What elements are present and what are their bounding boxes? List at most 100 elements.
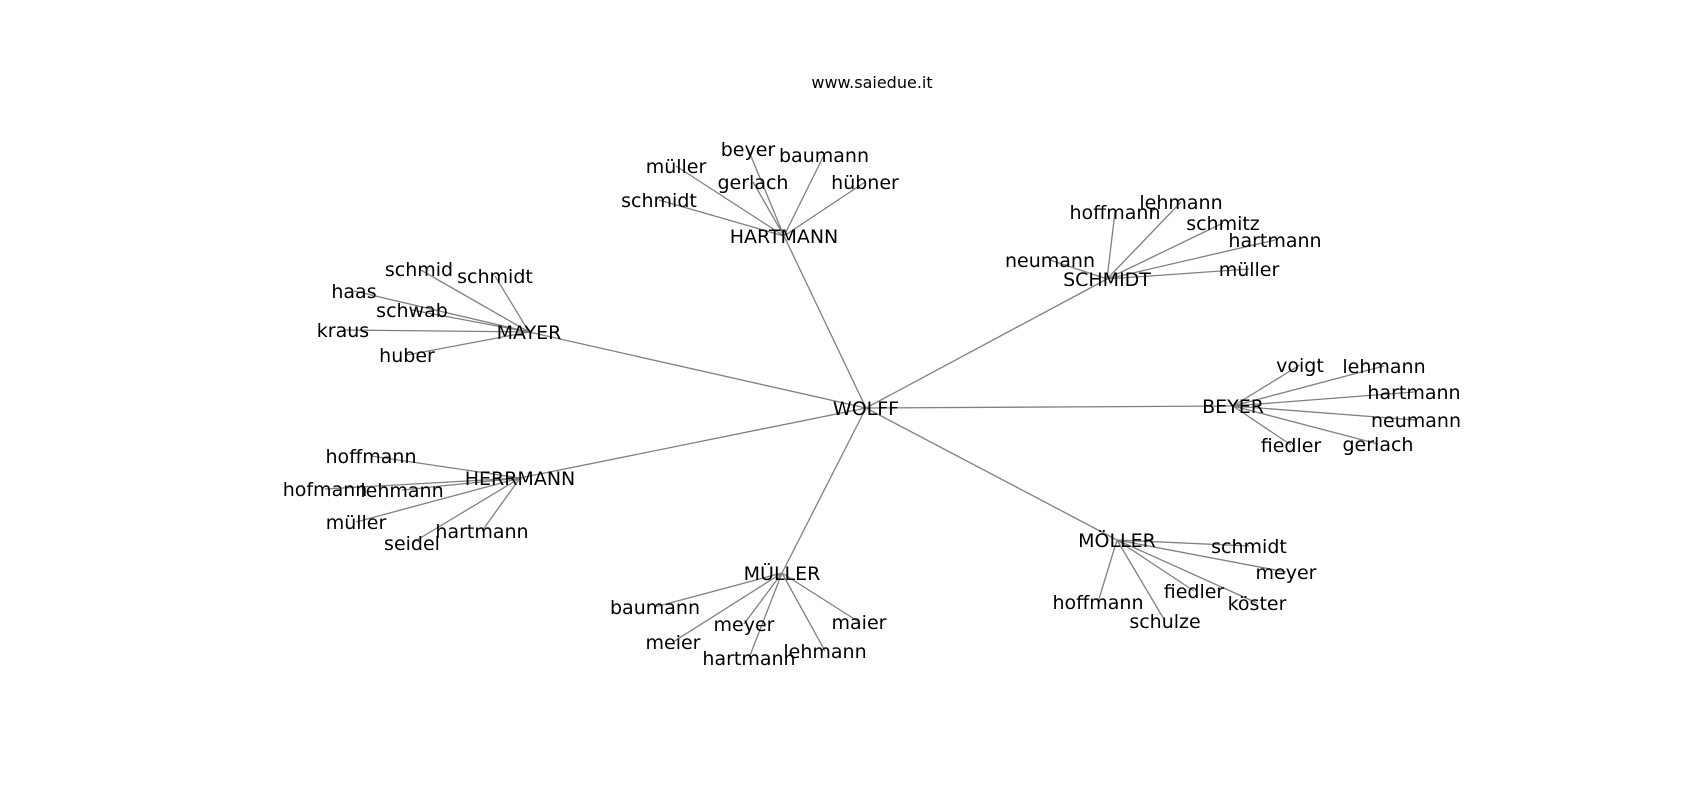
leaf-node-label: voigt <box>1276 355 1324 377</box>
edge-hub-leaf <box>1106 222 1224 280</box>
hub-node-label: HARTMANN <box>730 226 839 248</box>
edge-hub-leaf <box>1232 364 1301 407</box>
leaf-node-label: müller <box>1219 259 1280 281</box>
source-label: www.saiedue.it <box>811 73 932 92</box>
leaf-node-label: neumann <box>1371 410 1461 432</box>
edge-hub-leaf <box>654 572 783 608</box>
leaf-node-label: hofmann <box>283 479 368 501</box>
leaf-node-label: hartmann <box>1228 230 1321 252</box>
root-node-label: WOLFF <box>833 398 899 420</box>
edge-hub-leaf <box>406 331 530 356</box>
leaf-node-label: baumann <box>779 145 869 167</box>
edge-hub-leaf <box>411 309 530 333</box>
leaf-node-label: gerlach <box>718 172 789 194</box>
edge-hub-leaf <box>342 329 530 333</box>
leaf-node-label: schulze <box>1129 611 1200 633</box>
leaf-node-label: meyer <box>714 614 775 636</box>
leaf-node-label: maier <box>832 612 887 634</box>
edge-root-hub <box>781 407 867 574</box>
edge-hub-leaf <box>353 290 530 333</box>
leaf-node-label: schmidt <box>457 266 533 288</box>
edge-hub-leaf <box>1232 391 1415 407</box>
edge-hub-leaf <box>781 572 860 623</box>
hub-node-label: BEYER <box>1202 396 1264 418</box>
edge-hub-leaf <box>1116 539 1166 622</box>
edge-hub-leaf <box>1232 405 1379 445</box>
edge-hub-leaf <box>401 477 521 491</box>
hub-node-label: SCHMIDT <box>1063 269 1151 291</box>
leaf-node-label: schmidt <box>1211 536 1287 558</box>
edge-hub-leaf <box>1097 539 1118 603</box>
nodes-layer: WOLFF HARTMANN schmidt müller beyer gerlach ba… <box>283 139 1461 670</box>
edge-hub-leaf <box>783 181 866 237</box>
leaf-node-label: haas <box>331 281 376 303</box>
hub-node-label: HERRMANN <box>465 468 576 490</box>
edge-root-hub <box>519 407 867 479</box>
edge-hub-leaf <box>1116 539 1250 547</box>
edge-hub-leaf <box>1232 405 1292 446</box>
edge-hub-leaf <box>1116 539 1195 592</box>
leaf-node-label: lehmann <box>783 641 866 663</box>
edge-hub-leaf <box>324 477 521 490</box>
edge-hub-leaf <box>418 268 530 333</box>
hub-node-label: MAYER <box>497 322 562 344</box>
leaf-node-label: kraus <box>317 320 369 342</box>
hub-node-label: MÜLLER <box>744 562 821 585</box>
edge-hub-leaf <box>1232 405 1417 421</box>
leaf-node-label: neumann <box>1005 250 1095 272</box>
leaf-node-label: beyer <box>721 139 776 161</box>
leaf-node-label: lehmann <box>1342 356 1425 378</box>
edge-hub-leaf <box>1106 239 1276 280</box>
leaf-node-label: seidel <box>384 533 440 555</box>
leaf-node-label: meyer <box>1256 562 1317 584</box>
edge-hub-leaf <box>1049 259 1108 280</box>
edge-root-hub <box>865 278 1108 409</box>
leaf-node-label: hartmann <box>435 521 528 543</box>
edge-hub-leaf <box>1106 211 1116 280</box>
edge-hub-leaf <box>781 572 826 652</box>
leaf-node-label: lehmann <box>360 480 443 502</box>
leaf-node-label: schwab <box>376 300 448 322</box>
leaf-node-label: fiedler <box>1261 435 1322 457</box>
edge-hub-leaf <box>672 572 783 643</box>
edge-root-hub <box>783 235 867 409</box>
edge-hub-leaf <box>370 455 521 479</box>
leaf-node-label: hoffmann <box>1053 592 1144 614</box>
edge-hub-leaf <box>411 477 521 544</box>
edge-hub-leaf <box>747 148 785 237</box>
leaf-node-label: baumann <box>610 597 700 619</box>
edge-hub-leaf <box>1116 539 1258 604</box>
leaf-node-label: schmidt <box>621 190 697 212</box>
leaf-node-label: müller <box>326 512 387 534</box>
edge-hub-leaf <box>658 199 785 237</box>
edge-hub-leaf <box>1116 539 1287 573</box>
edge-root-hub <box>865 405 1234 409</box>
leaf-node-label: schmitz <box>1186 213 1260 235</box>
leaf-node-label: huber <box>379 345 435 367</box>
leaf-node-label: hübner <box>831 172 899 194</box>
edge-hub-leaf <box>743 572 783 625</box>
edge-hub-leaf <box>1106 268 1250 280</box>
leaf-node-label: schmid <box>385 259 453 281</box>
edge-hub-leaf <box>752 181 785 237</box>
edge-hub-leaf <box>1106 201 1182 280</box>
edges-layer <box>324 148 1417 659</box>
hub-node-label: MÖLLER <box>1078 529 1156 552</box>
leaf-node-label: lehmann <box>1139 192 1222 214</box>
edge-hub-leaf <box>494 275 530 333</box>
leaf-node-label: köster <box>1228 593 1287 615</box>
leaf-node-label: fiedler <box>1164 581 1225 603</box>
leaf-node-label: hoffmann <box>1070 202 1161 224</box>
leaf-node-label: meier <box>646 632 701 654</box>
leaf-node-label: hoffmann <box>326 446 417 468</box>
edge-hub-leaf <box>481 477 521 532</box>
edge-hub-leaf <box>675 165 785 237</box>
edge-root-hub <box>865 407 1118 541</box>
leaf-node-label: hartmann <box>702 648 795 670</box>
leaf-node-label: gerlach <box>1343 434 1414 456</box>
leaf-node-label: hartmann <box>1367 382 1460 404</box>
edge-hub-leaf <box>1232 365 1385 407</box>
edge-hub-leaf <box>355 477 521 523</box>
edge-hub-leaf <box>748 572 783 659</box>
